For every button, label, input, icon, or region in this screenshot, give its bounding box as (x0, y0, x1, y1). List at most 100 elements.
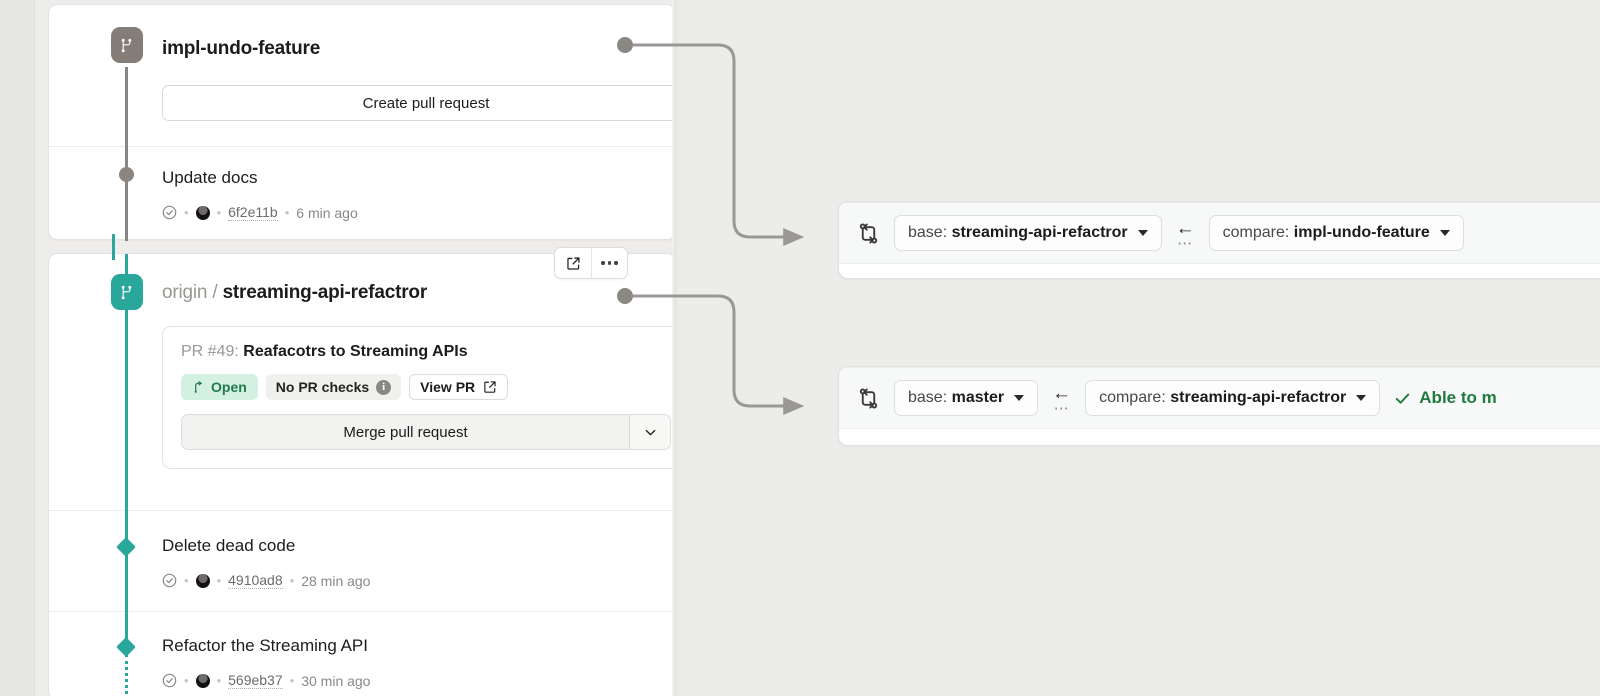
commit-message[interactable]: Delete dead code (162, 536, 296, 555)
card-row-divider (49, 510, 675, 511)
compare-panel-body: base: streaming-api-refactror ← ⋯ compar… (839, 202, 1600, 264)
compare-branches-icon (859, 223, 878, 243)
external-link-icon (484, 381, 496, 393)
meta-separator: • (216, 673, 222, 688)
card-actions-group[interactable] (554, 247, 628, 279)
compare-branches-icon (859, 388, 878, 408)
git-branch-icon (111, 274, 143, 310)
compare-branch-value: streaming-api-refactror (1170, 389, 1347, 406)
check-icon (1396, 393, 1410, 404)
base-branch-value: master (951, 389, 1005, 406)
merge-status-text: Able to m (1419, 388, 1497, 407)
avatar (195, 205, 210, 220)
branch-name-label: origin / streaming-api-refactror (162, 282, 427, 304)
meta-separator: • (284, 205, 290, 220)
compare-prefix-label: compare: (1222, 224, 1290, 241)
status-badge-open: Open (181, 374, 258, 400)
branch-list-column[interactable]: impl-undo-feature Create pull request Up… (36, 0, 676, 696)
commit-sha[interactable]: 6f2e11b (228, 204, 278, 221)
branch-name-label: impl-undo-feature (162, 38, 320, 60)
meta-separator: • (184, 573, 189, 588)
card-row-divider (49, 611, 675, 612)
create-pull-request-button[interactable]: Create pull request (162, 85, 676, 121)
compare-panel-streaming-api-refactror[interactable]: base: master ← ⋯ compare: streaming-api-… (838, 366, 1600, 446)
branch-remote-separator: / (212, 282, 218, 303)
pull-request-box[interactable]: PR #49: Reafacotrs to Streaming APIs Ope… (162, 326, 676, 469)
git-branch-icon (111, 27, 143, 63)
merge-button-group[interactable]: Merge pull request (181, 414, 671, 450)
external-link-icon[interactable] (555, 248, 591, 278)
compare-branch-select[interactable]: compare: impl-undo-feature (1208, 215, 1464, 251)
left-gutter (0, 0, 35, 696)
branch-name-text: streaming-api-refactror (222, 282, 428, 303)
ellipsis-icon: ⋯ (1053, 399, 1070, 417)
view-pr-button[interactable]: View PR (409, 374, 509, 400)
column-divider (672, 0, 678, 696)
compare-branch-value: impl-undo-feature (1293, 224, 1430, 241)
base-branch-select[interactable]: base: master (894, 380, 1039, 416)
status-badge-checks-label: No PR checks (275, 379, 370, 395)
branch-name-text: impl-undo-feature (162, 38, 321, 59)
commit-node-dot (119, 167, 134, 182)
status-badge-open-label: Open (211, 379, 247, 395)
direction-indicator: ← ⋯ (1175, 217, 1195, 252)
branch-card-streaming-api-refactror[interactable]: origin / streaming-api-refactror PR #49:… (48, 247, 676, 696)
merge-options-dropdown-button[interactable] (629, 414, 671, 450)
pull-request-number: PR #49: (181, 343, 239, 360)
direction-indicator: ← ⋯ (1052, 382, 1072, 417)
branch-rail-gray (125, 67, 128, 241)
compare-panel-body: base: master ← ⋯ compare: streaming-api-… (839, 367, 1600, 429)
branch-rail-teal-gap (112, 234, 115, 260)
check-circle-icon (162, 205, 177, 220)
arrow-left-icon: ← (1175, 217, 1195, 239)
commit-time: 30 min ago (301, 672, 371, 689)
info-icon[interactable]: i (376, 379, 392, 395)
chevron-down-icon (645, 429, 655, 435)
base-prefix-label: base: (908, 224, 948, 241)
merge-status-label: Able to m (1394, 388, 1497, 408)
commit-sha[interactable]: 4910ad8 (228, 572, 283, 589)
avatar (195, 573, 210, 588)
commit-sha[interactable]: 569eb37 (228, 672, 283, 689)
branch-card-impl-undo-feature[interactable]: impl-undo-feature Create pull request Up… (48, 4, 676, 241)
base-branch-value: streaming-api-refactror (951, 224, 1128, 241)
branch-rail-teal-dotted (125, 654, 128, 696)
compare-prefix-label: compare: (1099, 389, 1166, 406)
arrow-left-icon: ← (1052, 382, 1072, 404)
commit-node-diamond (116, 637, 136, 657)
meta-separator: • (184, 205, 189, 220)
chevron-down-icon (1014, 395, 1025, 401)
base-prefix-label: base: (908, 389, 948, 406)
meta-separator: • (216, 205, 222, 220)
pull-request-title: Reafacotrs to Streaming APIs (243, 343, 468, 360)
branch-rail-teal (125, 254, 128, 654)
merge-pull-request-button[interactable]: Merge pull request (181, 414, 629, 450)
avatar (195, 673, 210, 688)
commit-meta-row: • • 4910ad8 • 28 min ago (162, 572, 370, 589)
pull-request-badges: Open No PR checks i View PR (181, 374, 671, 400)
pull-request-title-row: PR #49: Reafacotrs to Streaming APIs (181, 343, 671, 361)
chevron-down-icon (1356, 395, 1367, 401)
commit-message[interactable]: Refactor the Streaming API (162, 636, 368, 655)
commit-message[interactable]: Update docs (162, 168, 258, 187)
status-badge-checks: No PR checks i (265, 374, 402, 400)
branch-remote-label: origin (162, 282, 208, 303)
ellipsis-icon: ⋯ (1177, 234, 1194, 252)
commit-time: 28 min ago (301, 572, 371, 589)
chevron-down-icon (1137, 230, 1148, 236)
meta-separator: • (289, 673, 295, 688)
check-circle-icon (162, 573, 177, 588)
compare-branch-select[interactable]: compare: streaming-api-refactror (1085, 380, 1381, 416)
commit-time: 6 min ago (296, 204, 358, 221)
chevron-down-icon (1439, 230, 1450, 236)
card-row-divider (49, 146, 675, 147)
base-branch-select[interactable]: base: streaming-api-refactror (894, 215, 1162, 251)
kebab-menu-icon[interactable] (591, 248, 627, 278)
meta-separator: • (184, 673, 189, 688)
commit-node-diamond (116, 537, 136, 557)
commit-meta-row: • • 569eb37 • 30 min ago (162, 672, 370, 689)
view-pr-label: View PR (420, 379, 476, 395)
meta-separator: • (216, 573, 222, 588)
compare-panel-impl-undo-feature[interactable]: base: streaming-api-refactror ← ⋯ compar… (838, 201, 1600, 279)
